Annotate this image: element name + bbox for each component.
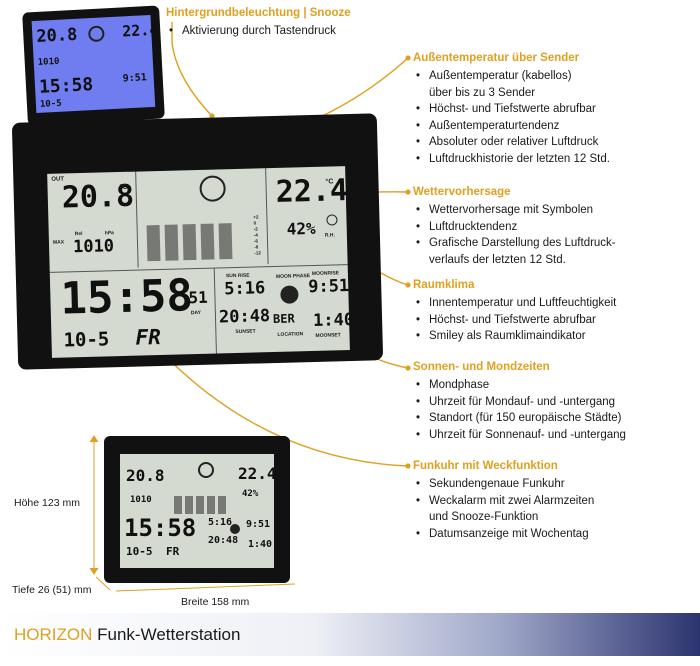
sunset-time: 20:48 bbox=[218, 306, 271, 328]
clock-time: 15:58 bbox=[59, 270, 194, 325]
dim-height: Höhe 123 mm bbox=[14, 497, 80, 509]
list-item: Datumsanzeige mit Wochentag bbox=[413, 526, 594, 543]
date: 10-5 bbox=[63, 328, 110, 352]
front-moonrise: 9:51 bbox=[246, 519, 271, 530]
product-name: Funk-Wetterstation bbox=[97, 625, 241, 644]
footer-bar: HORIZON Funk-Wetterstation bbox=[0, 613, 700, 656]
front-sunrise: 5:16 bbox=[208, 517, 233, 528]
list-item: Grafische Darstellung des Luftdruck- ver… bbox=[413, 235, 616, 268]
moon-icon bbox=[280, 285, 299, 304]
list-item: Weckalarm mit zwei Alarmzeiten und Snooz… bbox=[413, 493, 594, 526]
list-item: Wettervorhersage mit Symbolen bbox=[413, 202, 616, 219]
clock-divider bbox=[213, 268, 217, 354]
weekday: FR bbox=[135, 324, 162, 350]
section-title-clock: Funkuhr mit Weckfunktion bbox=[413, 460, 558, 472]
humidity-unit: R.H. bbox=[324, 232, 335, 239]
backlit-time: 15:58 bbox=[38, 74, 94, 98]
front-weekday: FR bbox=[166, 545, 180, 558]
backlit-moonrise: 9:51 bbox=[122, 72, 148, 85]
sunset-label: SUNSET bbox=[235, 328, 256, 336]
list-item: Smiley als Raumklimaindikator bbox=[413, 328, 616, 345]
list-item: Uhrzeit für Sonnenauf- und -untergang bbox=[413, 427, 626, 444]
pressure-value: 1010 bbox=[72, 236, 115, 258]
backlit-out-temp: 20.8 bbox=[35, 24, 78, 47]
list-item: Standort (für 150 europäische Städte) bbox=[413, 410, 626, 427]
section-list-clock: Sekundengenaue Funkuhr Weckalarm mit zwe… bbox=[413, 476, 594, 542]
axis-tick: -12 bbox=[254, 250, 261, 256]
sun-icon bbox=[87, 25, 105, 43]
list-item: Absoluter oder relativer Luftdruck bbox=[413, 134, 610, 151]
section-title-indoor: Raumklima bbox=[413, 279, 475, 291]
backlit-lcd: 20.8 1010 15:58 10-5 22.4 9:51 bbox=[31, 14, 159, 114]
front-sunset: 20:48 bbox=[208, 535, 239, 546]
section-list-backlight: Aktivierung durch Tastendruck bbox=[166, 23, 336, 40]
in-unit: °C bbox=[325, 178, 334, 186]
front-out-temp: 20.8 bbox=[126, 466, 165, 485]
list-item: Außentemperaturtendenz bbox=[413, 118, 610, 135]
device-main: OUT 20.8 °C MAX Rel hPa 1010 +2 0 -2 -4 … bbox=[11, 113, 384, 370]
section-list-forecast: Wettervorhersage mit Symbolen Luftdruckt… bbox=[413, 202, 616, 268]
moonset-time: 1:40 bbox=[312, 309, 355, 331]
list-item: Höchst- und Tiefstwerte abrufbar bbox=[413, 312, 616, 329]
humidity: 42% bbox=[286, 218, 316, 239]
list-item: Innentemperatur und Luftfeuchtigkeit bbox=[413, 295, 616, 312]
in-temp: 22.4 bbox=[275, 173, 349, 210]
moon-icon bbox=[230, 524, 240, 534]
backlit-pressure: 1010 bbox=[37, 56, 60, 68]
list-item: Uhrzeit für Mondauf- und -untergang bbox=[413, 394, 626, 411]
front-moonset: 1:40 bbox=[248, 539, 273, 550]
sun-icon bbox=[198, 462, 214, 478]
list-item: Luftdruckhistorie der letzten 12 Std. bbox=[413, 151, 610, 168]
section-title-sunmoon: Sonnen- und Mondzeiten bbox=[413, 361, 550, 373]
section-title-outdoor: Außentemperatur über Sender bbox=[413, 52, 580, 64]
forecast-divider bbox=[135, 171, 139, 268]
location-label: LOCATION bbox=[277, 331, 304, 338]
front-date: 10-5 bbox=[126, 545, 153, 558]
section-title-backlight: Hintergrundbeleuchtung | Snooze bbox=[166, 7, 351, 19]
backlit-in-temp: 22.4 bbox=[121, 20, 159, 41]
chart-axis: +2 0 -2 -4 -6 -8 -12 bbox=[253, 214, 261, 256]
day-label: DAY bbox=[190, 309, 202, 317]
pressure-history-chart bbox=[146, 223, 233, 262]
section-list-indoor: Innentemperatur und Luftfeuchtigkeit Höc… bbox=[413, 295, 616, 345]
list-item: Luftdrucktendenz bbox=[413, 219, 616, 236]
list-item: Mondphase bbox=[413, 377, 626, 394]
moonrise-time: 9:51 bbox=[307, 276, 350, 298]
front-pressure-chart bbox=[174, 496, 226, 514]
lcd-divider bbox=[49, 264, 348, 273]
out-unit: °C bbox=[119, 183, 128, 192]
dim-width-line bbox=[115, 583, 296, 592]
front-time: 15:58 bbox=[124, 514, 197, 542]
indoor-divider bbox=[265, 168, 269, 265]
front-pressure: 1010 bbox=[130, 495, 152, 505]
brand-name: HORIZON bbox=[14, 625, 93, 644]
sunrise-time: 5:16 bbox=[223, 278, 266, 300]
dim-depth: Tiefe 26 (51) mm bbox=[12, 584, 92, 596]
list-item: Außentemperatur (kabellos) über bis zu 3… bbox=[413, 68, 610, 101]
front-humidity: 42% bbox=[242, 489, 259, 499]
dim-width: Breite 158 mm bbox=[181, 596, 250, 608]
backlit-date: 10-5 bbox=[39, 98, 62, 110]
clock-seconds: 51 bbox=[188, 287, 208, 308]
device-backlit: 20.8 1010 15:58 10-5 22.4 9:51 bbox=[22, 5, 165, 126]
city: BER bbox=[272, 311, 295, 327]
list-item: Sekundengenaue Funkuhr bbox=[413, 476, 594, 493]
section-list-outdoor: Außentemperatur (kabellos) über bis zu 3… bbox=[413, 68, 610, 168]
list-item: Höchst- und Tiefstwerte abrufbar bbox=[413, 101, 610, 118]
list-item: Aktivierung durch Tastendruck bbox=[166, 23, 336, 40]
moon-phase-label: MOON PHASE bbox=[275, 273, 311, 280]
smiley-icon bbox=[326, 214, 338, 226]
moonset-label: MOONSET bbox=[315, 332, 341, 339]
section-list-sunmoon: Mondphase Uhrzeit für Mondauf- und -unte… bbox=[413, 377, 626, 443]
device-front: 20.8 1010 15:58 10-5 FR 22.4 42% 5:16 20… bbox=[104, 436, 290, 583]
sun-icon bbox=[199, 175, 226, 202]
main-lcd: OUT 20.8 °C MAX Rel hPa 1010 +2 0 -2 -4 … bbox=[47, 166, 354, 358]
max-label: MAX bbox=[52, 239, 65, 246]
section-title-forecast: Wettervorhersage bbox=[413, 186, 511, 198]
front-lcd: 20.8 1010 15:58 10-5 FR 22.4 42% 5:16 20… bbox=[120, 454, 277, 568]
footer-title: HORIZON Funk-Wetterstation bbox=[14, 625, 240, 645]
front-in-temp: 22.4 bbox=[238, 464, 277, 483]
